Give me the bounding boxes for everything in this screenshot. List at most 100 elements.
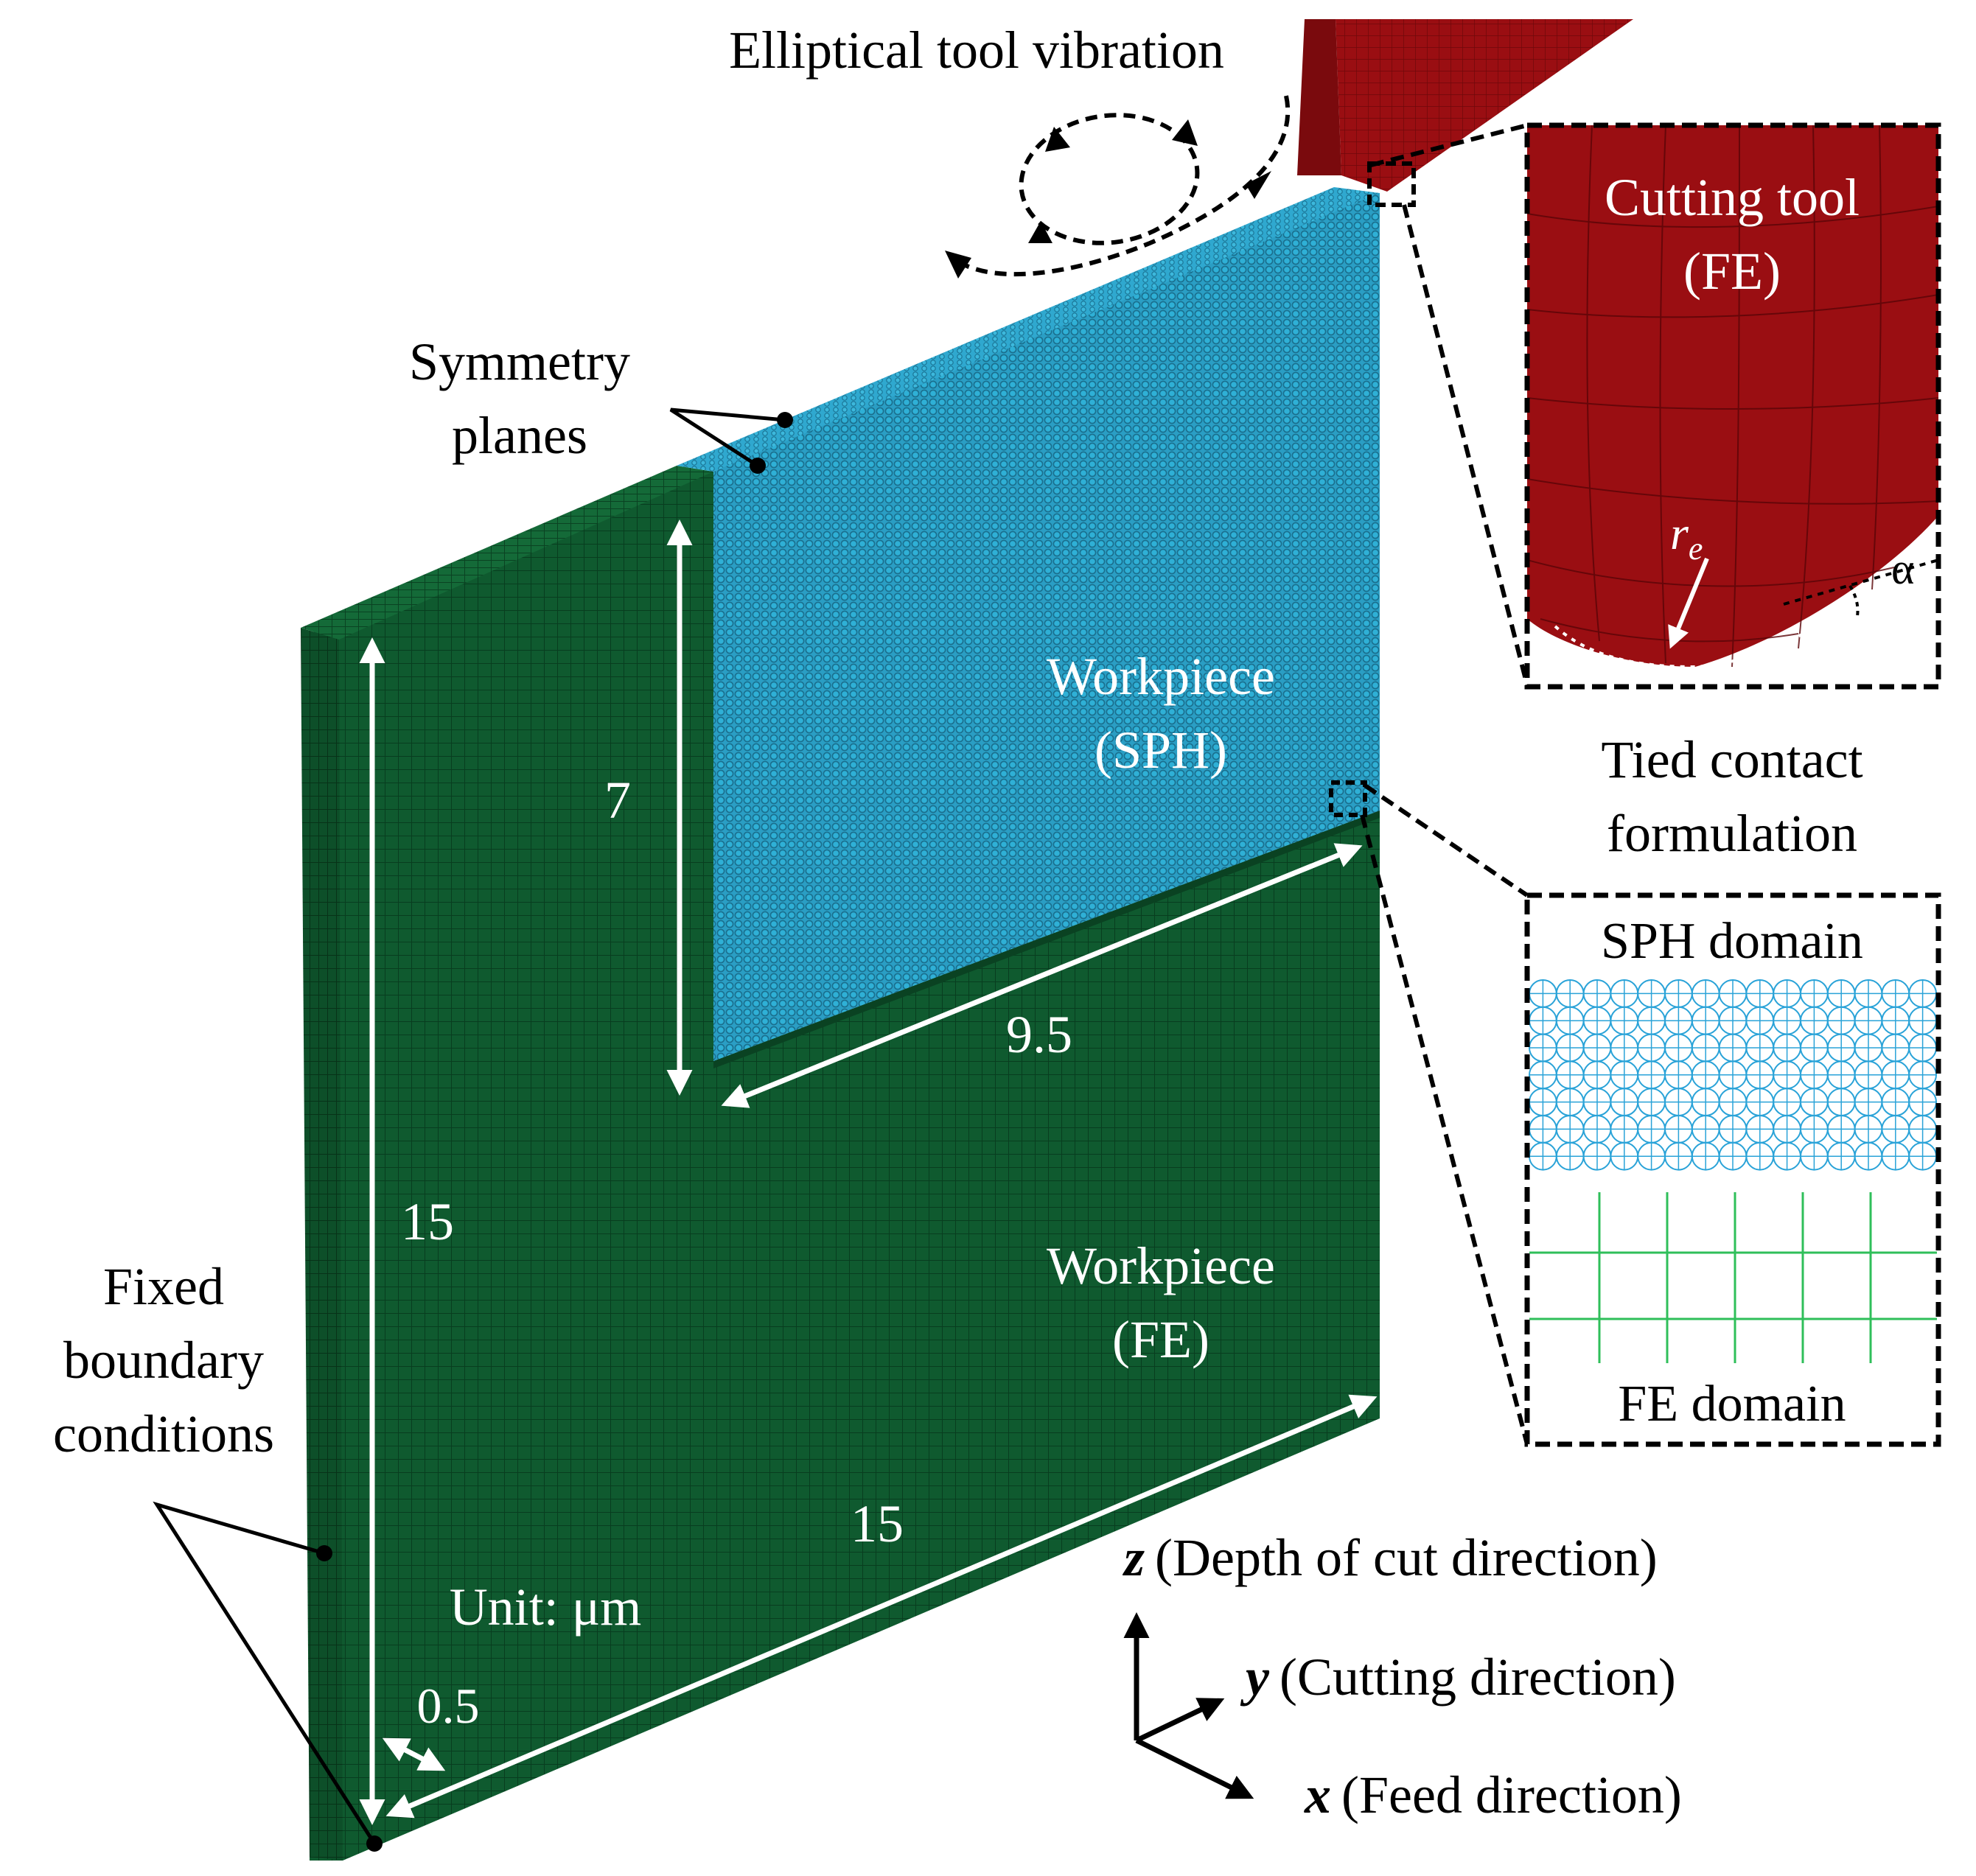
sph-particle-cross	[1882, 980, 1910, 1007]
sph-particle-cross	[1692, 980, 1720, 1007]
sph-particle-cross	[1638, 1034, 1665, 1062]
elliptical-vibration-indicator: Elliptical tool vibration	[729, 21, 1291, 279]
sph-particle-cross	[1665, 1142, 1692, 1170]
sph-particle-cross	[1583, 1061, 1611, 1089]
sph-particle-cross	[1801, 980, 1828, 1007]
unit-label: Unit: μm	[450, 1578, 642, 1637]
sph-particle-cross	[1773, 1088, 1801, 1116]
cutting-tool-title: Cutting tool	[1605, 168, 1860, 227]
sph-particle-cross	[1854, 1034, 1882, 1062]
cutting-tool-subtitle: (FE)	[1683, 242, 1781, 301]
symmetry-label-line1: Symmetry	[409, 332, 630, 391]
sph-particle-cross	[1610, 980, 1638, 1007]
sph-particle-cross	[1529, 1088, 1557, 1116]
dim-arrow-sph-width	[721, 843, 1363, 1108]
sph-particle-cross	[1610, 1088, 1638, 1116]
sph-particle-cross	[1610, 1116, 1638, 1143]
dim-arrow-total-length	[385, 1394, 1378, 1819]
x-axis-label: x(Feed direction)	[1304, 1765, 1682, 1824]
sph-particle-cross	[1827, 1142, 1855, 1170]
sph-particle-cross	[1854, 980, 1882, 1007]
fixed-label-line1: Fixed	[103, 1257, 224, 1316]
sph-particle-cross	[1583, 1034, 1611, 1062]
sph-particle-cross	[1556, 1088, 1584, 1116]
sph-particle-cross	[1854, 1061, 1882, 1089]
fixed-boundary-callout: Fixed boundary conditions	[53, 1257, 383, 1852]
sph-particle-cross	[1719, 1061, 1747, 1089]
sph-particle-cross	[1556, 1034, 1584, 1062]
sph-particle-cross	[1909, 1088, 1936, 1116]
sph-particle-cross	[1638, 1088, 1665, 1116]
tool-tip-zoom	[1367, 123, 1529, 686]
sph-domain-label: SPH domain	[1601, 913, 1863, 970]
sph-particle-cross	[1746, 1061, 1774, 1089]
inset-tied-contact: SPH domain FE domain	[1524, 892, 1941, 1447]
sph-particle-cross	[1529, 980, 1557, 1007]
sph-particle-cross	[1773, 1061, 1801, 1089]
sph-particle-cross	[1719, 1116, 1747, 1143]
sph-particle-cross	[1719, 1142, 1747, 1170]
sph-particle-cross	[1854, 1116, 1882, 1143]
dim-label-total-height: 15	[401, 1192, 454, 1251]
sph-particle-cross	[1583, 1088, 1611, 1116]
sph-particle-cross	[1583, 1142, 1611, 1170]
dimension-labels: 7 9.5 15 15 0.5 Unit: μm	[401, 771, 1072, 1734]
dim-label-sph-height: 7	[604, 771, 631, 830]
sph-particle-cross	[1556, 1007, 1584, 1035]
sph-particle-cross	[1529, 1061, 1557, 1089]
sph-particle-cross	[1882, 1034, 1910, 1062]
sph-particle-cross	[1638, 1142, 1665, 1170]
sph-particle-cross	[1801, 1061, 1828, 1089]
sph-particle-cross	[1909, 980, 1936, 1007]
sph-particle-cross	[1719, 1088, 1747, 1116]
sph-particle-cross	[1556, 980, 1584, 1007]
sph-particle-cross	[1909, 1116, 1936, 1143]
sph-particle-cross	[1583, 1007, 1611, 1035]
sph-particle-cross	[1746, 1142, 1774, 1170]
sph-particle-cross	[1692, 1088, 1720, 1116]
workpiece-fe-label-line1: Workpiece	[1047, 1236, 1275, 1295]
interface-zoom	[1329, 780, 1529, 1445]
sph-particle-cross	[1610, 1142, 1638, 1170]
sph-particle-cross	[1909, 1061, 1936, 1089]
dim-label-total-length: 15	[851, 1494, 904, 1553]
sph-particle-cross	[1692, 1116, 1720, 1143]
sph-particle-cross	[1746, 1088, 1774, 1116]
sph-particle-cross	[1773, 1116, 1801, 1143]
sph-particle-cross	[1827, 1061, 1855, 1089]
y-axis-arrow	[1135, 1698, 1225, 1743]
tied-contact-title: Tied contact	[1601, 730, 1862, 789]
symmetry-label-line2: planes	[452, 406, 587, 465]
sph-particle-cross	[1583, 1116, 1611, 1143]
sph-particle-cross	[1638, 1116, 1665, 1143]
sph-particle-cross	[1719, 1034, 1747, 1062]
sph-particle-cross	[1827, 1088, 1855, 1116]
sph-particle-cross	[1827, 980, 1855, 1007]
sph-particle-cross	[1692, 1034, 1720, 1062]
sph-particle-cross	[1827, 1007, 1855, 1035]
sph-particle-cross	[1882, 1061, 1910, 1089]
symmetry-planes-callout: Symmetry planes	[409, 332, 793, 474]
sph-particle-cross	[1529, 1007, 1557, 1035]
sph-particle-cross	[1583, 980, 1611, 1007]
sph-particle-cross	[1827, 1034, 1855, 1062]
sph-particle-cross	[1719, 980, 1747, 1007]
sph-particle-cross	[1773, 1034, 1801, 1062]
sph-particle-cross	[1610, 1034, 1638, 1062]
z-axis-label: z(Depth of cut direction)	[1122, 1528, 1658, 1587]
sph-particle-cross	[1665, 980, 1692, 1007]
sph-particle-cross	[1665, 1007, 1692, 1035]
sph-particle-cross	[1529, 1142, 1557, 1170]
inset-cutting-tool: Cutting tool (FE) re α	[1524, 122, 1941, 690]
sph-particle-cross	[1773, 1142, 1801, 1170]
sph-particle-cross	[1882, 1142, 1910, 1170]
sph-particle-cross	[1556, 1061, 1584, 1089]
sph-particle-cross	[1610, 1007, 1638, 1035]
sph-particle-cross	[1909, 1142, 1936, 1170]
sph-particle-cross	[1854, 1088, 1882, 1116]
dim-label-sph-width: 9.5	[1006, 1005, 1072, 1064]
dim-arrow-thickness	[382, 1737, 446, 1771]
sph-particle-cross	[1638, 1007, 1665, 1035]
